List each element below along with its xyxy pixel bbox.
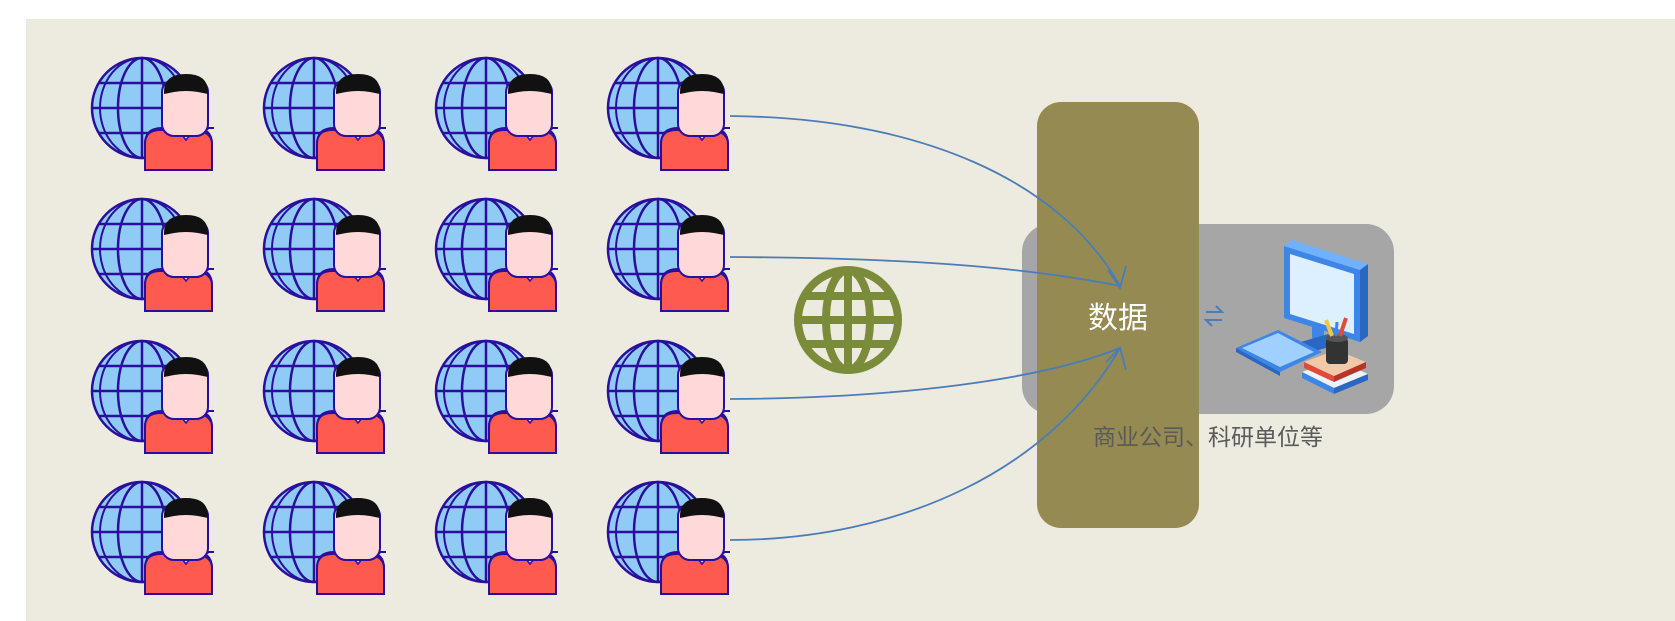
organization-label: 商业公司、科研单位等 xyxy=(1093,425,1323,451)
arrowhead-bottom xyxy=(1105,346,1127,371)
arrow-row-1 xyxy=(729,115,1121,287)
arrowhead-top xyxy=(1107,265,1127,291)
data-block xyxy=(1037,102,1199,528)
sync-arrows-icon xyxy=(1203,305,1225,327)
data-label: 数据 xyxy=(1088,301,1148,336)
arrow-row-3 xyxy=(729,347,1121,400)
arrows xyxy=(729,115,1127,541)
arrow-row-4 xyxy=(729,347,1121,541)
internet-globe-icon xyxy=(794,266,902,374)
computer-workstation-icon xyxy=(1236,240,1368,394)
arrow-row-2 xyxy=(729,256,1121,287)
